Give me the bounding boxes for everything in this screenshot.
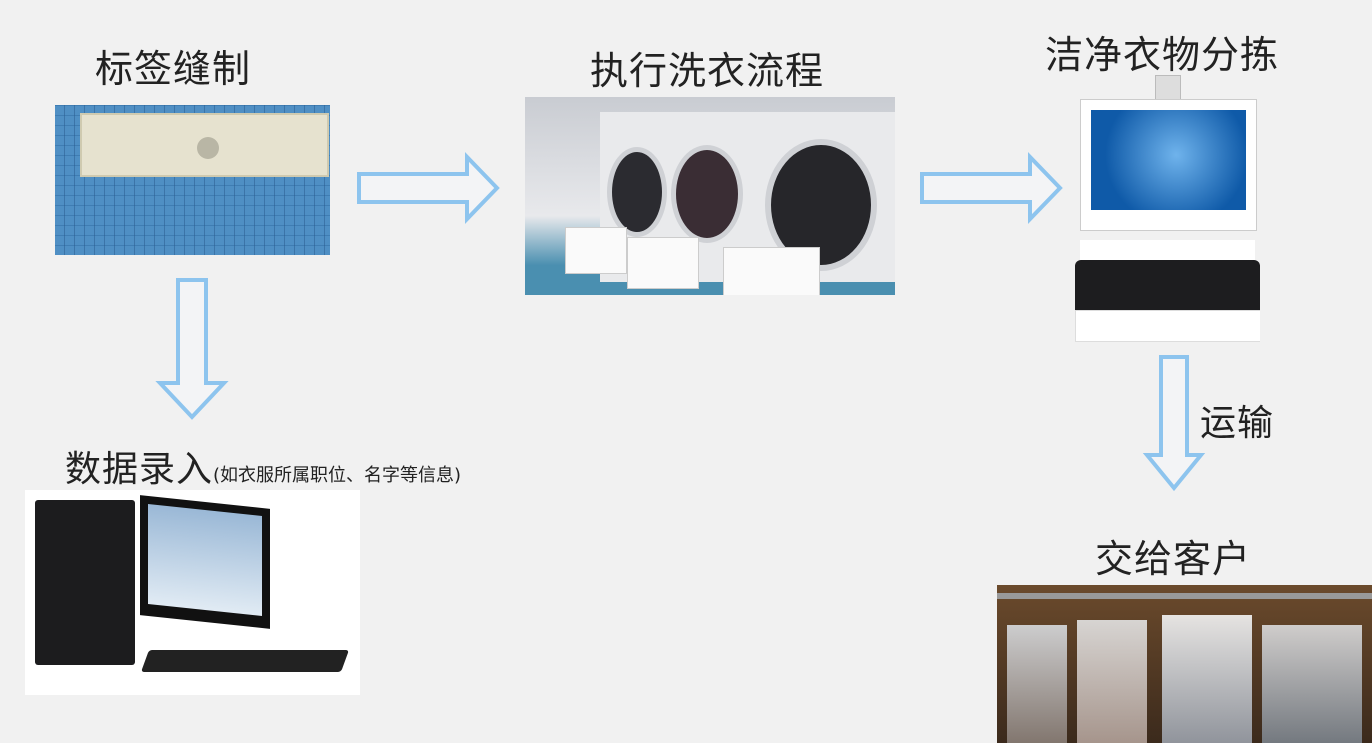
step-delivery-title: 交给客户 — [1095, 537, 1252, 581]
arrow-down-icon — [1142, 355, 1206, 492]
data-entry-note: (如衣服所属职位、名字等信息) — [213, 465, 462, 486]
step-washing-title: 执行洗衣流程 — [590, 49, 825, 93]
sewn-label-photo — [55, 105, 330, 255]
step-data-entry-title: 数据录入(如衣服所属职位、名字等信息) — [65, 440, 461, 492]
rfid-tag — [80, 113, 329, 177]
transport-label: 运输 — [1200, 403, 1275, 444]
laundry-cart — [627, 237, 699, 289]
data-entry-label: 数据录入 — [65, 449, 214, 490]
pc-tower — [35, 500, 135, 665]
arrow-right-icon — [920, 152, 1063, 224]
washing-machines-photo — [525, 97, 895, 295]
sorting-kiosk-photo — [1075, 75, 1260, 343]
washer-door — [671, 145, 743, 243]
kiosk-screen — [1091, 110, 1246, 210]
keyboard — [140, 650, 350, 672]
arrow-right-icon — [357, 152, 500, 224]
laundry-cart — [565, 227, 627, 274]
clean-clothes-photo — [997, 585, 1372, 743]
arrow-down-icon — [155, 278, 229, 420]
laundry-cart — [723, 247, 820, 295]
computer-photo — [25, 490, 360, 695]
step-sorting-title: 洁净衣物分拣 — [1045, 33, 1280, 77]
step-label-sewing-title: 标签缝制 — [95, 47, 252, 91]
washer-door — [607, 147, 667, 237]
